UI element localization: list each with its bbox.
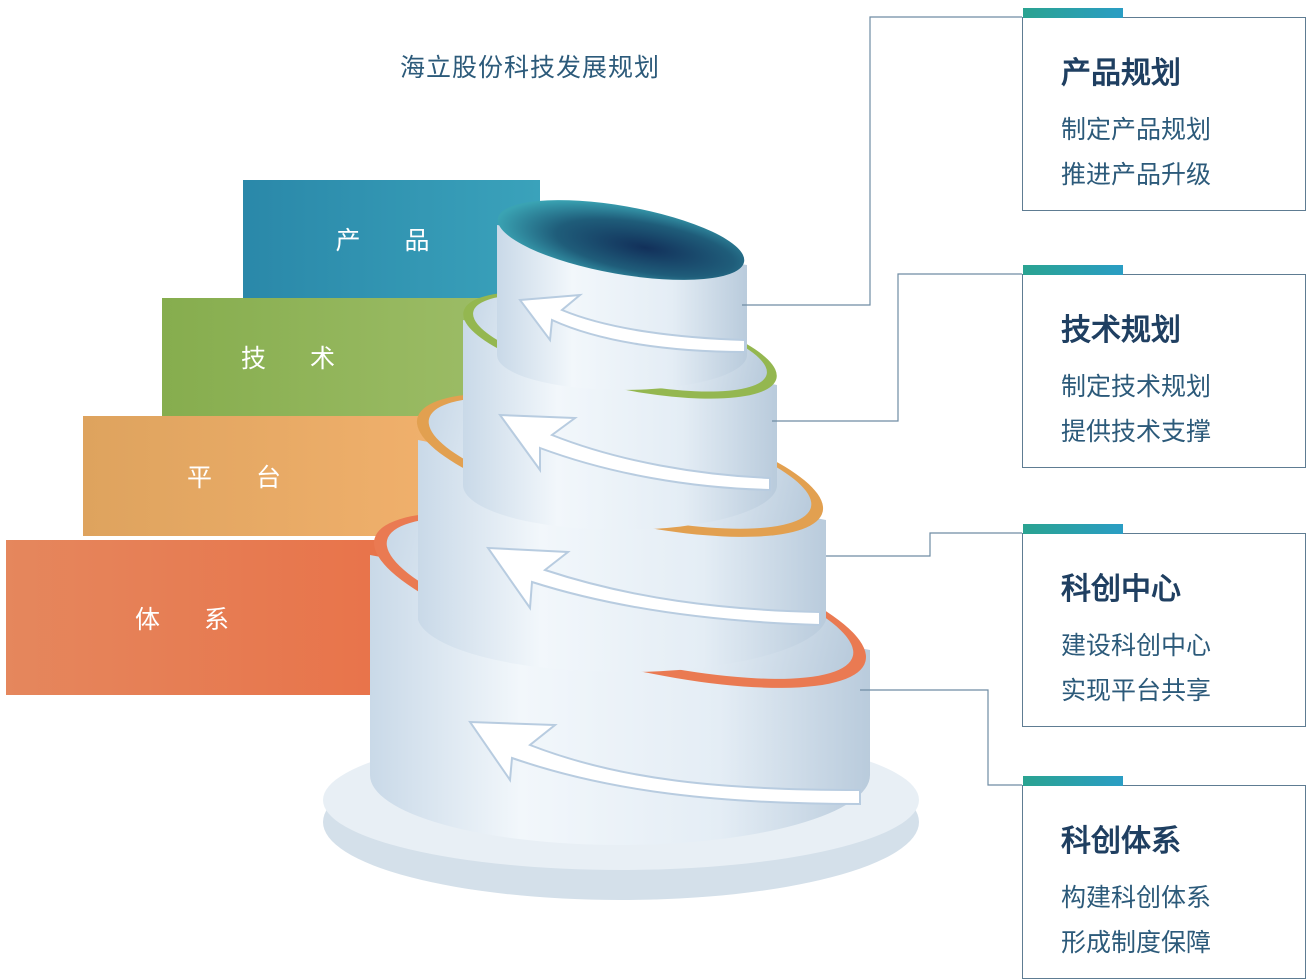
card-accent-bar <box>1023 265 1123 275</box>
layer-label-product: 产 品 <box>335 226 448 255</box>
card-line: 实现平台共享 <box>1061 676 1212 705</box>
card-accent-bar <box>1023 524 1123 534</box>
card-innovation-center: 科创中心 建设科创中心 实现平台共享 <box>1022 524 1306 727</box>
arrow-icon <box>518 293 746 354</box>
card-line: 构建科创体系 <box>1061 883 1212 912</box>
tier-1-top <box>497 200 745 280</box>
arrow-icon <box>468 720 861 806</box>
layer-box-tech <box>162 298 502 416</box>
layer-label-system: 体 系 <box>135 604 247 634</box>
connector-line <box>742 16 1022 306</box>
card-title: 科创中心 <box>1061 572 1181 607</box>
connector-line <box>860 689 1022 786</box>
card-innovation-system: 科创体系 构建科创体系 形成制度保障 <box>1022 776 1306 979</box>
layer-label-tech: 技 术 <box>241 344 353 373</box>
card-product-plan: 产品规划 制定产品规划 推进产品升级 <box>1022 8 1306 211</box>
card-title: 科创体系 <box>1061 824 1181 859</box>
card-line: 制定产品规划 <box>1061 115 1212 144</box>
layer-label-platform: 平 台 <box>187 463 299 492</box>
card-title: 技术规划 <box>1061 313 1181 348</box>
page-title: 海立股份科技发展规划 <box>400 53 661 82</box>
layer-box-product <box>243 180 540 298</box>
card-accent-bar <box>1023 8 1123 18</box>
arrow-icon <box>497 413 771 492</box>
card-line: 推进产品升级 <box>1061 160 1212 189</box>
connector-line <box>826 532 1022 557</box>
arrow-icon <box>486 546 821 627</box>
layer-box-system <box>6 540 388 695</box>
layer-box-platform <box>83 416 433 536</box>
card-tech-plan: 技术规划 制定技术规划 提供技术支撑 <box>1022 265 1306 468</box>
card-line: 建设科创中心 <box>1061 631 1212 660</box>
card-accent-bar <box>1023 776 1123 786</box>
card-line: 提供技术支撑 <box>1061 417 1212 446</box>
card-line: 制定技术规划 <box>1061 372 1212 401</box>
card-title: 产品规划 <box>1061 56 1181 91</box>
connector-line <box>772 273 1022 422</box>
card-line: 形成制度保障 <box>1061 928 1212 957</box>
